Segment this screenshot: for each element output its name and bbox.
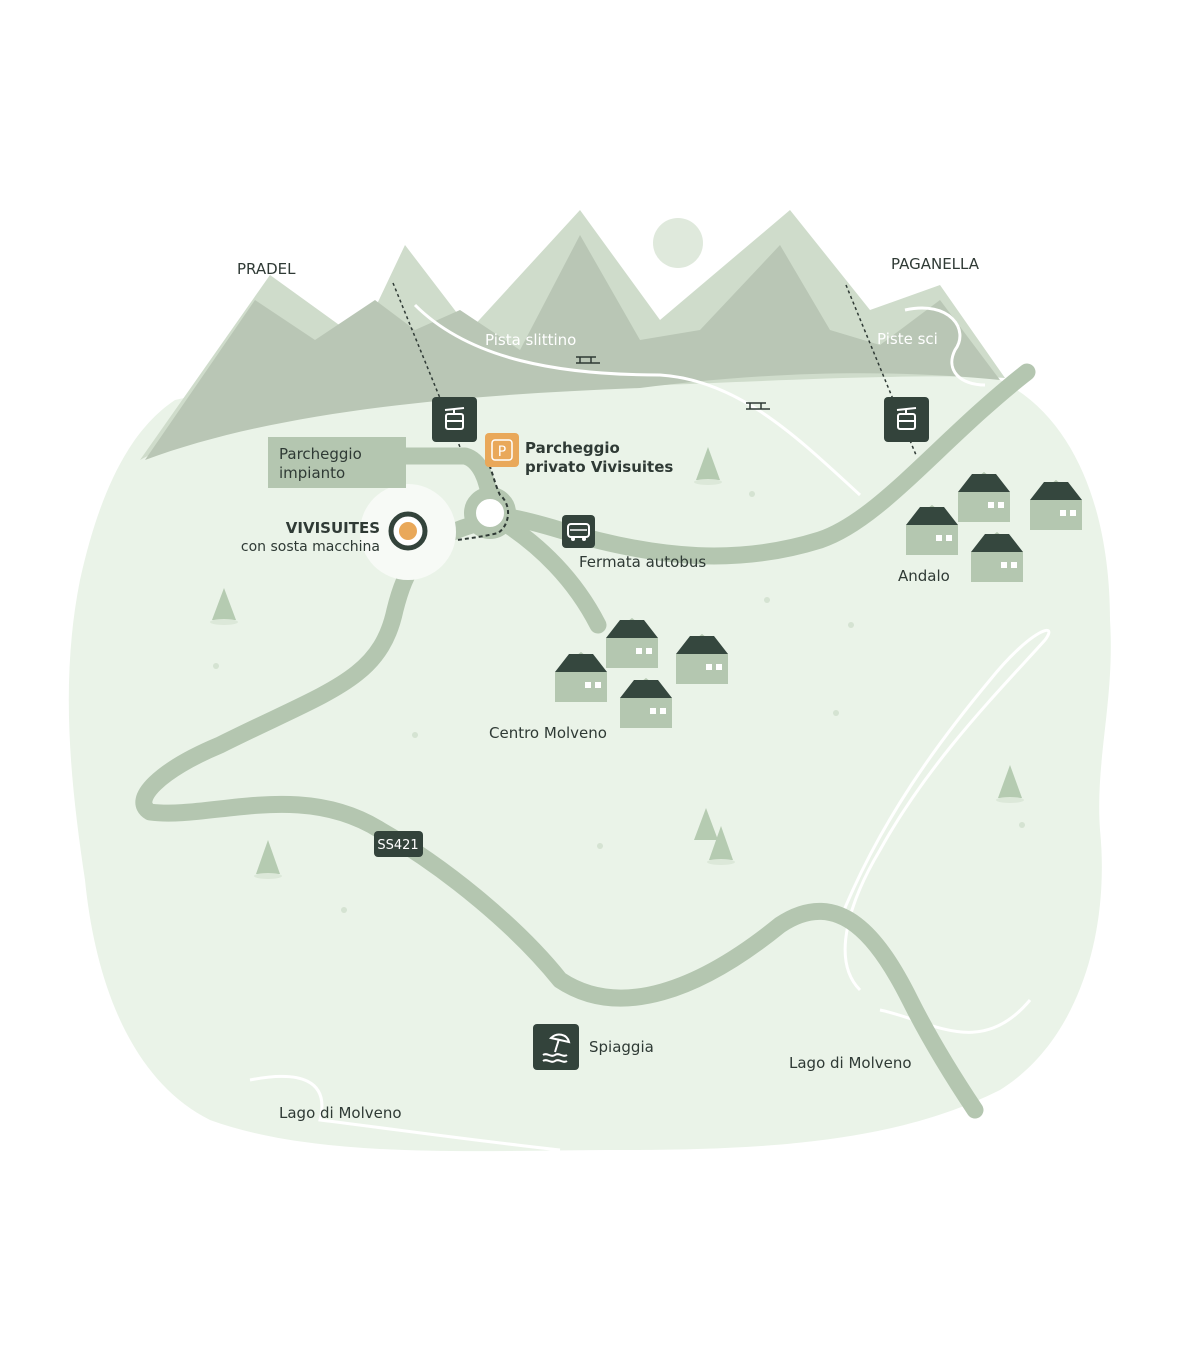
ski-trail-label: Piste sci xyxy=(877,330,938,348)
sled-trail-label: Pista slittino xyxy=(485,331,576,349)
tree xyxy=(694,808,718,840)
tree xyxy=(212,588,236,620)
house xyxy=(906,505,958,555)
lift-parking-box[interactable] xyxy=(268,437,406,488)
lake-label-right: Lago di Molveno xyxy=(789,1054,912,1072)
ski-trail xyxy=(904,306,986,387)
mountain-range-front xyxy=(145,235,1000,460)
beach-label: Spiaggia xyxy=(589,1038,654,1056)
house xyxy=(606,618,658,668)
sun xyxy=(653,218,703,268)
house xyxy=(620,678,672,728)
private-parking-label-2: privato Vivisuites xyxy=(525,458,673,476)
lake-shore-right xyxy=(838,629,1051,992)
cable-car-icon[interactable] xyxy=(884,397,929,442)
hotel-marker-dot xyxy=(399,522,417,540)
sled-icon xyxy=(746,402,770,410)
road-sign-label: SS421 xyxy=(377,838,418,853)
lift-parking-label-1: Parcheggio xyxy=(279,445,362,463)
hotel-note: con sosta macchina xyxy=(241,539,380,555)
peak-label-paganella: PAGANELLA xyxy=(891,255,980,273)
house xyxy=(1030,480,1082,530)
leaves xyxy=(213,491,1025,913)
land-area xyxy=(68,371,1111,1152)
road-sign xyxy=(374,831,423,857)
parking-icon[interactable]: P xyxy=(485,433,519,467)
lake-shore-left xyxy=(249,1074,561,1152)
hotel-access-path xyxy=(409,461,509,551)
lake-label-left: Lago di Molveno xyxy=(279,1104,402,1122)
town-label-andalo: Andalo xyxy=(898,567,950,585)
umbrella-icon[interactable] xyxy=(533,1024,579,1070)
road-molveno xyxy=(491,511,607,634)
houses-molveno xyxy=(555,618,728,728)
roundabout xyxy=(464,487,516,539)
road-main xyxy=(481,363,1036,565)
tree xyxy=(696,447,720,480)
bus-icon[interactable] xyxy=(562,515,595,548)
sled-icon xyxy=(576,356,600,364)
parking-icon-letter: P xyxy=(498,444,506,460)
tree xyxy=(709,826,733,860)
house xyxy=(971,532,1023,582)
tree-shadows xyxy=(210,479,1024,879)
house xyxy=(676,634,728,684)
house xyxy=(555,652,607,702)
peak-label-pradel: PRADEL xyxy=(237,260,296,278)
private-parking-label-1: Parcheggio xyxy=(525,439,620,457)
lake-shore-bottom xyxy=(879,999,1032,1034)
hotel-name: VIVISUITES xyxy=(286,519,380,537)
tree xyxy=(256,840,280,874)
lift-parking-label-2: impianto xyxy=(279,464,345,482)
trees xyxy=(212,447,1022,874)
house xyxy=(958,472,1010,522)
tree xyxy=(998,765,1022,798)
bus-stop-label: Fermata autobus xyxy=(579,553,706,571)
cable-car-icon[interactable] xyxy=(432,397,477,442)
lift-cable-right xyxy=(845,284,917,456)
houses-andalo xyxy=(906,472,1082,582)
town-label-molveno: Centro Molveno xyxy=(489,724,607,742)
sled-trail xyxy=(413,303,862,497)
